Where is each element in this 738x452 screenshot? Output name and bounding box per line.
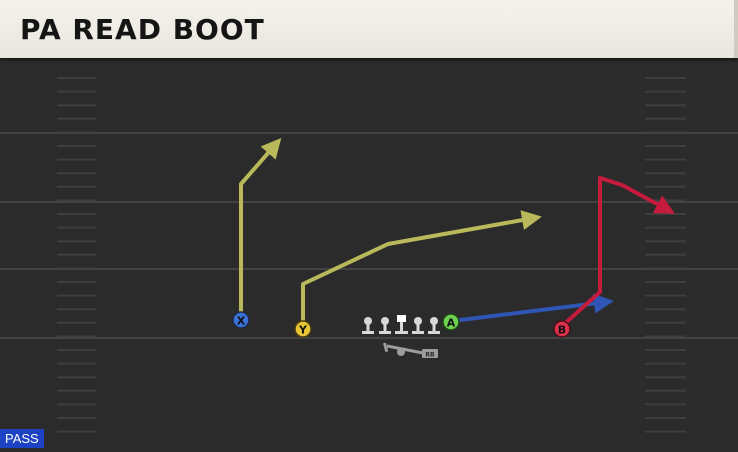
lineman-icon xyxy=(412,317,424,334)
play-diagram: RB X Y A B xyxy=(0,58,738,448)
player-b[interactable]: B xyxy=(553,320,571,338)
header-edge xyxy=(734,0,738,58)
rb-label: RB xyxy=(425,352,435,359)
qb-drop-icon xyxy=(382,342,389,353)
offensive-line xyxy=(362,315,440,334)
player-b-marker xyxy=(553,320,571,338)
player-a[interactable]: A xyxy=(442,313,460,331)
routes xyxy=(239,137,676,330)
player-x-label: X xyxy=(237,315,246,328)
player-x-marker xyxy=(232,311,250,329)
player-y-marker xyxy=(294,320,312,338)
player-a-marker xyxy=(442,313,460,331)
play-title: PA READ BOOT xyxy=(20,13,265,46)
y-route xyxy=(301,210,542,330)
player-a-label: A xyxy=(447,317,456,330)
yard-lines xyxy=(0,132,738,339)
center-icon xyxy=(395,315,408,334)
x-route xyxy=(239,137,282,320)
player-y[interactable]: Y xyxy=(294,320,312,338)
play-header: PA READ BOOT xyxy=(0,0,738,58)
b-route xyxy=(560,176,676,328)
backfield: RB xyxy=(382,342,438,359)
player-b-label: B xyxy=(558,324,566,337)
a-route xyxy=(450,293,614,323)
lineman-icon xyxy=(379,317,391,334)
hash-marks xyxy=(57,77,686,433)
play-type-badge: PASS xyxy=(0,429,44,448)
play-field: RB X Y A B xyxy=(0,58,738,448)
lineman-icon xyxy=(362,317,374,334)
player-y-label: Y xyxy=(298,324,308,337)
rb-icon xyxy=(422,349,438,358)
player-x[interactable]: X xyxy=(232,311,250,329)
lineman-icon xyxy=(428,317,440,334)
play-action-path xyxy=(386,344,429,356)
qb-icon xyxy=(397,348,405,356)
